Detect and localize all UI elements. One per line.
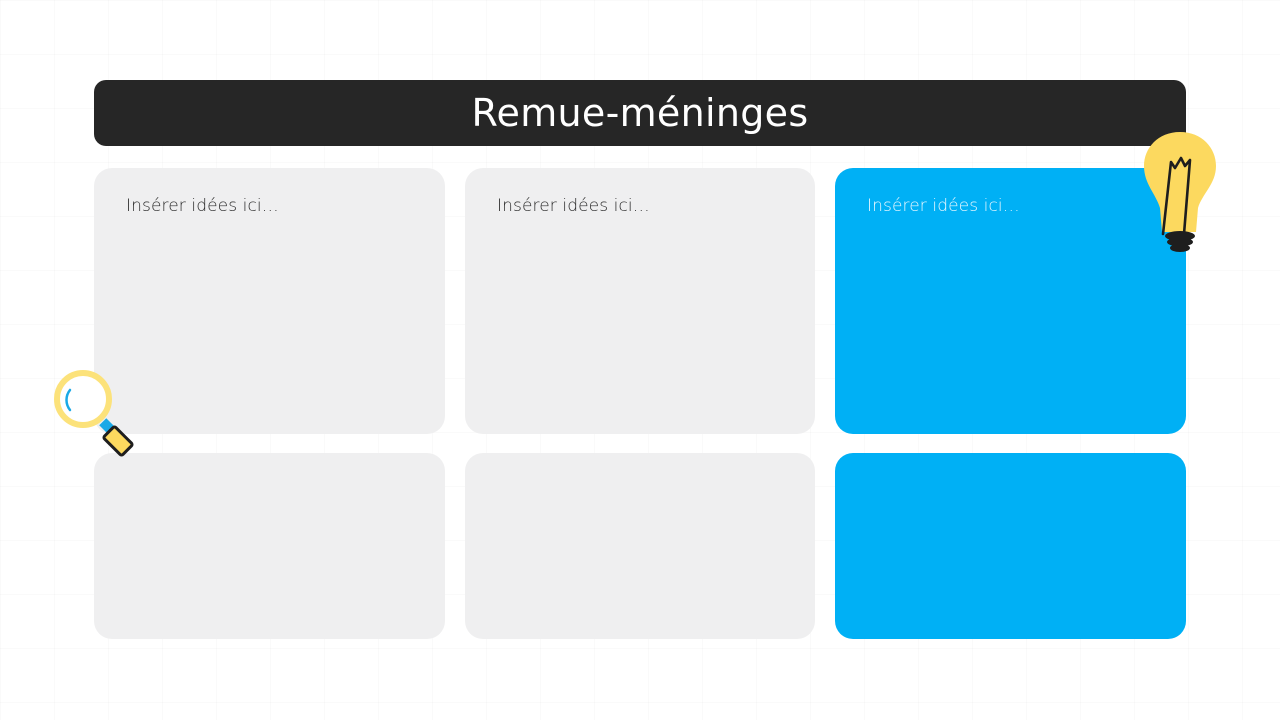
title-bar: Remue-méninges xyxy=(94,80,1186,146)
idea-card-placeholder[interactable]: Insérer idées ici… xyxy=(126,196,279,216)
idea-card-placeholder[interactable]: Insérer idées ici… xyxy=(867,196,1020,216)
idea-card-3[interactable]: Insérer idées ici… xyxy=(835,168,1186,434)
idea-card-2[interactable]: Insérer idées ici… xyxy=(465,168,815,434)
idea-card-4[interactable] xyxy=(94,453,445,639)
idea-card-placeholder[interactable]: Insérer idées ici… xyxy=(497,196,650,216)
magnifying-glass-icon xyxy=(50,368,140,460)
page-title[interactable]: Remue-méninges xyxy=(471,91,809,135)
idea-card-6[interactable] xyxy=(835,453,1186,639)
idea-card-1[interactable]: Insérer idées ici… xyxy=(94,168,445,434)
lightbulb-icon xyxy=(1140,128,1220,258)
idea-card-5[interactable] xyxy=(465,453,815,639)
